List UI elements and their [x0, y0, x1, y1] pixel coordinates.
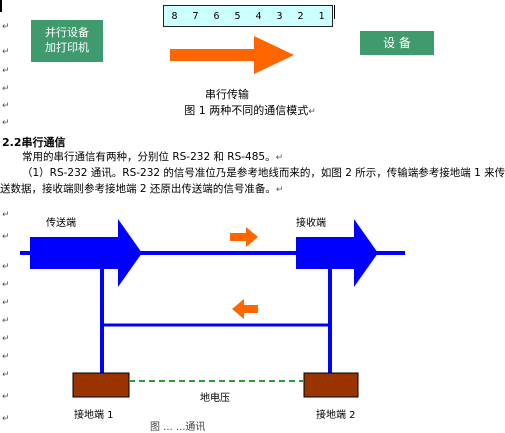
- figure2-caption: 图 ... ...通讯: [150, 422, 206, 433]
- paragraph-mark: ↵: [2, 210, 10, 220]
- paragraph-mark: ↵: [2, 334, 10, 344]
- paragraph-2-line2: 送数据，接收端则参考接地端 2 还原出传送端的信号准备。↵: [0, 181, 283, 198]
- paragraph-mark: ↵: [2, 370, 10, 380]
- device-box: 设 备: [360, 31, 434, 55]
- paragraph-mark: ↵: [2, 118, 10, 128]
- figure1-caption: 图 1 两种不同的通信模式↵: [0, 102, 500, 118]
- serial-bits-box: 8 7 6 5 4 3 2 1: [163, 5, 333, 27]
- ground-voltage-label: 地电压: [200, 393, 230, 404]
- bit: 5: [234, 10, 241, 22]
- parallel-device-line2: 加打印机: [45, 41, 89, 54]
- paragraph-mark: ↵: [308, 107, 316, 117]
- paragraph-mark: ↵: [2, 352, 10, 362]
- receiver-label: 接收端: [296, 218, 326, 229]
- paragraph-mark: ↵: [2, 414, 10, 424]
- bit: 4: [255, 10, 262, 22]
- section-heading: 2.2串行通信: [2, 136, 66, 149]
- cursor-mark: [334, 5, 335, 19]
- sender-arrow-icon: [30, 219, 142, 287]
- paragraph-mark: ↵: [2, 66, 10, 76]
- ground1-label: 接地端 1: [74, 410, 114, 421]
- paragraph-2-line2-text: 送数据，接收端则参考接地端 2 还原出传送端的信号准备。: [0, 183, 276, 195]
- ground-block-2: [303, 372, 359, 398]
- bit: 3: [276, 10, 283, 22]
- paragraph-mark: ↵: [2, 22, 10, 32]
- ground-block-1: [72, 372, 130, 398]
- paragraph-mark: ↵: [2, 262, 10, 272]
- sender-label: 传送端: [46, 218, 76, 229]
- paragraph-mark: ↵: [2, 101, 10, 111]
- forward-arrow-icon: [230, 227, 258, 247]
- parallel-device-line1: 并行设备: [45, 26, 89, 39]
- bit: 1: [318, 10, 325, 22]
- return-arrow-icon: [232, 299, 258, 319]
- rs232-diagram: [20, 219, 405, 398]
- ground2-label: 接地端 2: [316, 410, 356, 421]
- paragraph-mark: ↵: [2, 298, 10, 308]
- figure1-caption-text: 图 1 两种不同的通信模式: [184, 104, 309, 117]
- paragraph-mark: ↵: [2, 280, 10, 290]
- paragraph-mark: ↵: [2, 392, 10, 402]
- device-label: 设 备: [383, 36, 411, 50]
- bit: 7: [192, 10, 199, 22]
- paragraph-mark: ↵: [2, 47, 10, 57]
- paragraph-2-line1: （1）RS-232 通讯。RS-232 的信号准位乃是参考地线而来的，如图 2 …: [22, 167, 505, 179]
- paragraph-mark: ↵: [275, 185, 284, 195]
- paragraph-1-text: 常用的串行通信有两种，分别位 RS-232 和 RS-485。: [22, 151, 276, 163]
- paragraph-mark: ↵: [2, 84, 10, 94]
- serial-transfer-label: 串行传输: [205, 88, 249, 101]
- bit: 2: [297, 10, 304, 22]
- paragraph-mark: ↵: [2, 316, 10, 326]
- bit: 6: [213, 10, 220, 22]
- parallel-device-box: 并行设备 加打印机: [31, 20, 103, 62]
- bit: 8: [171, 10, 178, 22]
- serial-arrow-icon: [170, 36, 294, 74]
- paragraph-mark: ↵: [275, 153, 284, 163]
- paragraph-1: 常用的串行通信有两种，分别位 RS-232 和 RS-485。↵: [22, 149, 283, 166]
- cursor-mark: [0, 0, 2, 12]
- paragraph-mark: ↵: [2, 232, 10, 242]
- receiver-arrow-icon: [296, 219, 378, 287]
